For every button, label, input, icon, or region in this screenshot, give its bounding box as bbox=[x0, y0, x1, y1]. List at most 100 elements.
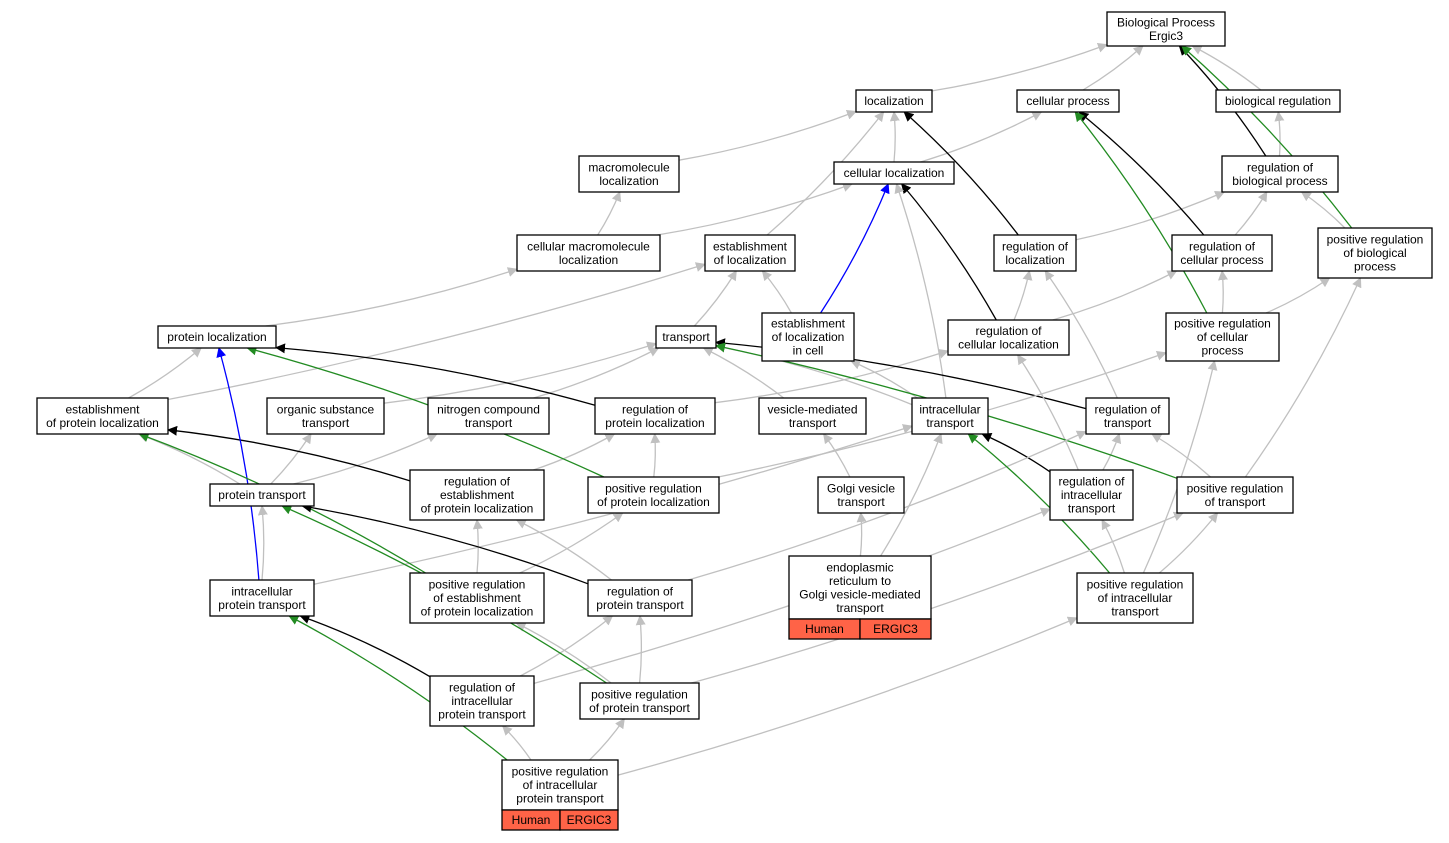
edge-prepl-to-prpl bbox=[519, 512, 624, 574]
gene-label: ERGIC3 bbox=[873, 622, 918, 636]
node-pl[interactable]: protein localization bbox=[157, 325, 277, 349]
node-cl[interactable]: cellular localization bbox=[833, 161, 955, 185]
node-label-line: transport bbox=[302, 416, 350, 430]
edge-line bbox=[691, 511, 1184, 684]
edge-cl-to-loc bbox=[889, 111, 900, 163]
node-label-line: regulation of bbox=[1058, 475, 1125, 489]
node-label-line: Biological Process bbox=[1117, 15, 1215, 29]
species-label: Human bbox=[805, 622, 844, 636]
node-label-line: transport bbox=[789, 416, 837, 430]
node-label-line: process bbox=[1354, 260, 1396, 274]
node-label-line: regulation of bbox=[1002, 239, 1069, 253]
edge-line bbox=[1102, 433, 1122, 471]
node-label-line: regulation of bbox=[1094, 402, 1161, 416]
node-label-line: positive regulation bbox=[1327, 233, 1424, 247]
node-label-line: localization bbox=[599, 174, 658, 188]
node-box bbox=[587, 579, 693, 617]
node-label-line: cellular process bbox=[1180, 253, 1263, 267]
edge-line bbox=[167, 425, 411, 482]
node-label-line: of protein localization bbox=[421, 605, 534, 619]
edge-ipt-to-pl bbox=[216, 347, 260, 581]
node-pt[interactable]: protein transport bbox=[209, 483, 315, 507]
node-label-line: biological regulation bbox=[1225, 94, 1331, 108]
edge-line bbox=[1078, 111, 1205, 236]
node-tr[interactable]: transport bbox=[655, 325, 717, 349]
node-box bbox=[157, 325, 277, 349]
node-box bbox=[1076, 572, 1194, 624]
node-label-line: of establishment bbox=[433, 591, 521, 605]
node-br[interactable]: biological regulation bbox=[1215, 89, 1341, 113]
node-label-line: nitrogen compound bbox=[437, 402, 540, 416]
edge-vmt-to-tr bbox=[702, 347, 785, 399]
edge-repl-to-epl bbox=[167, 425, 411, 482]
node-label-line: macromolecule bbox=[588, 160, 670, 174]
node-box bbox=[655, 325, 717, 349]
edge-rcl-to-rol bbox=[1013, 270, 1033, 321]
node-label-line: intracellular bbox=[919, 402, 980, 416]
node-label-line: positive regulation bbox=[1087, 578, 1184, 592]
edge-rcp-to-rbp bbox=[1234, 191, 1268, 236]
node-box bbox=[947, 319, 1070, 356]
node-box bbox=[1165, 312, 1280, 362]
node-label-line: regulation of bbox=[1247, 160, 1314, 174]
edge-line bbox=[822, 433, 851, 478]
node-box bbox=[1016, 89, 1120, 113]
edge-line bbox=[1234, 191, 1268, 236]
edge-line bbox=[383, 341, 657, 404]
node-label-line: protein localization bbox=[605, 416, 704, 430]
node-cp[interactable]: cellular process bbox=[1016, 89, 1120, 113]
edge-gvt-to-vmt bbox=[822, 433, 851, 478]
node-box bbox=[578, 155, 680, 193]
node-label-line: of intracellular bbox=[1098, 591, 1173, 605]
node-label-line: Golgi vesicle bbox=[827, 481, 895, 495]
edge-line bbox=[1300, 191, 1346, 229]
gene-cell bbox=[559, 809, 619, 831]
edge-rpt-to-repl bbox=[515, 519, 612, 581]
node-box bbox=[758, 397, 867, 435]
edge-line bbox=[617, 616, 1078, 776]
node-label-line: cellular macromolecule bbox=[527, 239, 650, 253]
edge-line bbox=[1191, 45, 1262, 91]
node-label-line: biological process bbox=[1232, 174, 1327, 188]
edge-line bbox=[1082, 45, 1144, 91]
edge-prpt-to-prt bbox=[691, 511, 1184, 684]
node-label-line: cellular localization bbox=[844, 166, 945, 180]
edge-rot-to-rol bbox=[1044, 270, 1118, 399]
node-label-line: Ergic3 bbox=[1149, 29, 1183, 43]
edge-line bbox=[1151, 433, 1211, 478]
edge-line bbox=[920, 111, 1043, 163]
node-loc[interactable]: localization bbox=[855, 89, 933, 113]
edge-line bbox=[1244, 277, 1362, 478]
